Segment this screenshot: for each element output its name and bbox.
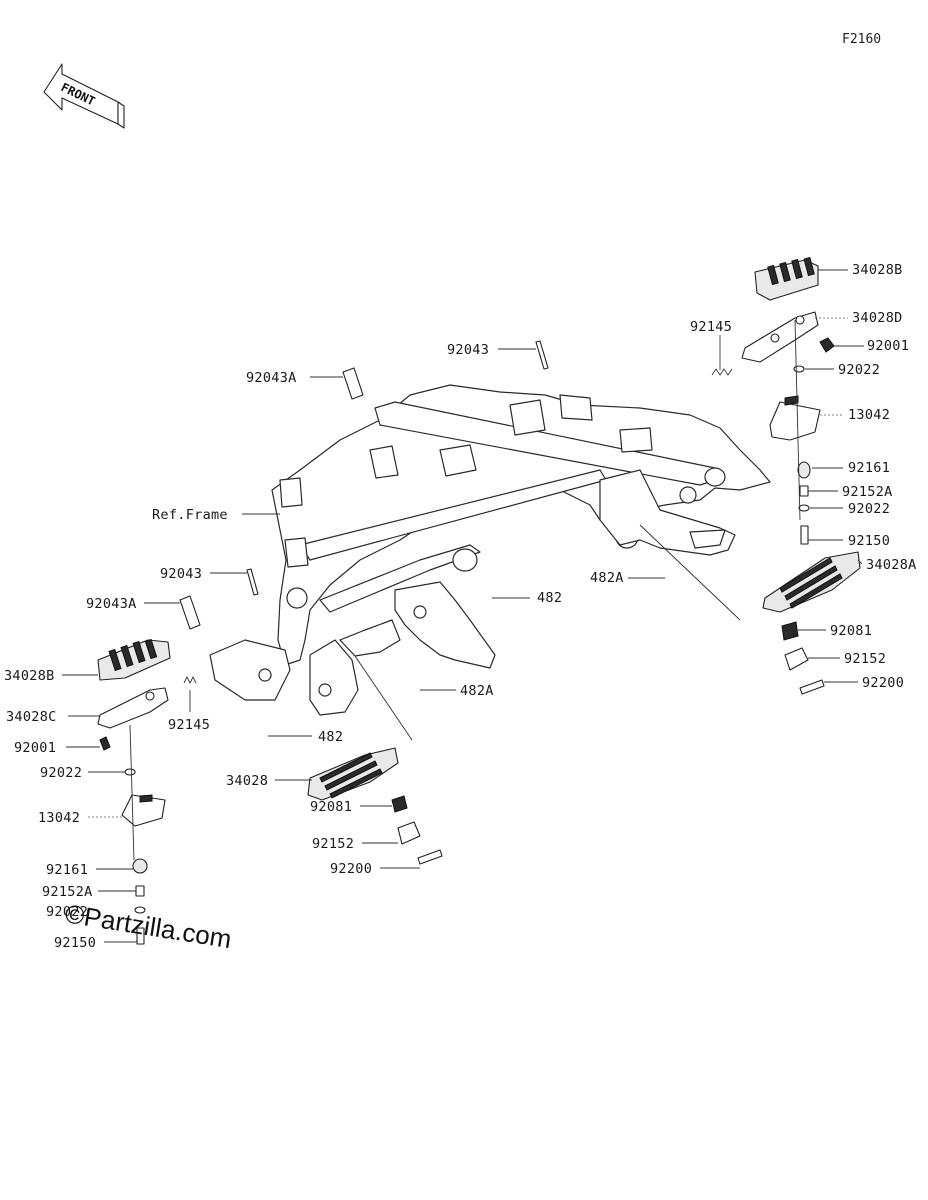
footpeg-bracket-34028D-right	[741, 311, 819, 363]
label-92145-left: 92145	[168, 717, 210, 733]
frame-drawing	[209, 384, 771, 716]
pin-92043-left	[246, 568, 259, 596]
label-92043-left: 92043	[160, 566, 202, 582]
front-arrow-icon: FRONT	[43, 63, 125, 129]
label-34028-center: 34028	[226, 773, 268, 789]
cotter-92200-right	[799, 679, 825, 695]
leader-lines	[62, 269, 864, 943]
label-34028D-right: 34028D	[852, 310, 903, 326]
label-13042-right: 13042	[848, 407, 890, 423]
collar-92043A-left	[179, 595, 201, 630]
collar-92152A-right	[799, 485, 809, 497]
figure-code: F2160	[842, 32, 881, 47]
label-482A-right: 482A	[590, 570, 624, 586]
label-92152-right: 92152	[844, 651, 886, 667]
label-92043A-left: 92043A	[86, 596, 137, 612]
label-34028B-left: 34028B	[4, 668, 55, 684]
bracket-13042-right	[769, 401, 821, 441]
pin-92043-center	[535, 340, 549, 370]
label-92152-center: 92152	[312, 836, 354, 852]
label-92152A-right: 92152A	[842, 484, 893, 500]
label-482-left: 482	[318, 729, 343, 745]
label-92200-right: 92200	[862, 675, 904, 691]
label-92001-right: 92001	[867, 338, 909, 354]
label-92150-right: 92150	[848, 533, 890, 549]
spring-92145-left	[183, 675, 197, 685]
label-482A-center: 482A	[460, 683, 494, 699]
collar-92152A-left	[135, 885, 145, 897]
center-footpeg-group	[307, 747, 443, 865]
cotter-92200-center	[417, 849, 443, 865]
label-92022-left-b: 92022	[46, 904, 88, 920]
washer-92022-right-b	[798, 504, 810, 512]
label-92150-left: 92150	[54, 935, 96, 951]
damper-92161-left	[132, 858, 148, 874]
label-92081-center: 92081	[310, 799, 352, 815]
label-92022-right-b: 92022	[848, 501, 890, 517]
collar-92043A-center	[342, 367, 364, 400]
spring-92145-right	[711, 368, 733, 376]
footpeg-bracket-34028C-left	[97, 687, 169, 729]
washer-92022-left-b	[134, 906, 146, 914]
label-92161-left: 92161	[46, 862, 88, 878]
washer-92022-left-a	[124, 768, 136, 776]
damper-92161-right	[797, 461, 811, 479]
washer-92022-right-a	[793, 365, 805, 373]
label-482-right: 482	[537, 590, 562, 606]
part-labels: 34028B 34028D 92001 92022 13042 92161 92…	[4, 262, 917, 951]
label-92043A-center: 92043A	[246, 370, 297, 386]
right-footpeg-group	[762, 551, 861, 695]
label-34028A-right: 34028A	[866, 557, 917, 573]
label-92022-right-a: 92022	[838, 362, 880, 378]
label-92081-right: 92081	[830, 623, 872, 639]
pin-92152-right	[784, 647, 809, 671]
label-92152A-left: 92152A	[42, 884, 93, 900]
label-13042-left: 13042	[38, 810, 80, 826]
label-34028C-left: 34028C	[6, 709, 57, 725]
pin-92152-center	[397, 821, 421, 845]
label-92022-left-a: 92022	[40, 765, 82, 781]
left-rear-footpeg-group	[97, 638, 197, 945]
label-92145-right: 92145	[690, 319, 732, 335]
bolt-92001-right	[819, 337, 835, 353]
spring-92081-right	[781, 621, 799, 641]
label-ref-frame: Ref.Frame	[152, 507, 228, 523]
spring-92081-center	[391, 795, 408, 813]
bolt-92150-left	[136, 927, 145, 945]
label-92200-center: 92200	[330, 861, 372, 877]
label-92161-right: 92161	[848, 460, 890, 476]
bolt-92001-left	[99, 736, 111, 751]
label-92001-left: 92001	[14, 740, 56, 756]
bolt-92150-right	[800, 525, 809, 545]
label-34028B-right: 34028B	[852, 262, 903, 278]
label-92043-center: 92043	[447, 342, 489, 358]
right-rear-footpeg-group	[711, 256, 835, 545]
